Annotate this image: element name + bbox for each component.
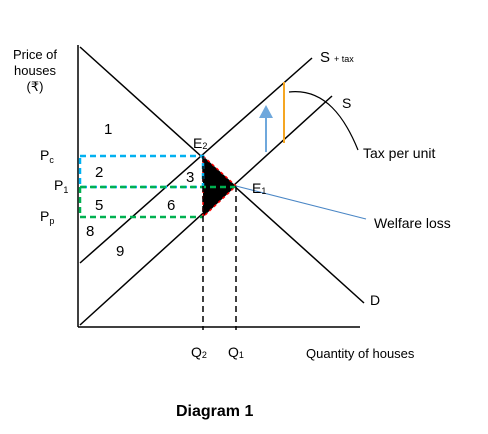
- x-axis-label: Quantity of houses: [306, 346, 415, 361]
- equilibrium-label-e2-main: E: [193, 135, 202, 151]
- price-label-p1-sub: 1: [63, 185, 68, 195]
- equilibrium-label-e2: E2: [193, 135, 207, 151]
- supply-plus-tax-label-suffix: + tax: [334, 54, 354, 64]
- y-axis-label-line-2: houses: [14, 63, 56, 78]
- region-9: 9: [116, 243, 124, 260]
- quantity-label-q1-sub: 1: [239, 350, 244, 360]
- tax-per-unit-pointer: [288, 91, 359, 151]
- price-label-pp-sub: p: [49, 216, 54, 226]
- y-axis-label-line-3: (₹): [27, 79, 44, 94]
- price-label-p1-main: P: [54, 177, 63, 193]
- equilibrium-label-e1-sub: 1: [261, 186, 266, 196]
- region-6: 6: [167, 197, 175, 214]
- tax-per-unit-label: Tax per unit: [363, 145, 435, 161]
- y-axis-label-line-1: Price of: [13, 47, 57, 62]
- equilibrium-label-e1: E1: [252, 180, 266, 196]
- region-8: 8: [86, 223, 94, 240]
- supply-label: S: [342, 95, 351, 111]
- quantity-label-q2: Q2: [191, 344, 207, 360]
- welfare-loss-pointer: [235, 185, 367, 220]
- quantity-label-q1: Q1: [228, 344, 244, 360]
- equilibrium-label-e1-main: E: [252, 180, 261, 196]
- price-label-pp: Pp: [40, 208, 54, 226]
- region-5: 5: [95, 197, 103, 214]
- price-label-pc-sub: c: [49, 155, 54, 165]
- supply-plus-tax-curve: [79, 57, 313, 264]
- welfare-loss-label: Welfare loss: [374, 215, 451, 231]
- quantity-label-q2-main: Q: [191, 344, 202, 360]
- diagram-caption: Diagram 1: [176, 403, 253, 420]
- tax-shift-arrowhead: [259, 105, 273, 118]
- price-label-pp-main: P: [40, 208, 49, 224]
- demand-label: D: [370, 292, 380, 308]
- price-label-p1: P1: [54, 177, 68, 195]
- supply-plus-tax-label-main: S: [320, 49, 330, 66]
- region-1: 1: [104, 121, 112, 138]
- price-label-pc-main: P: [40, 147, 49, 163]
- region-2: 2: [95, 164, 103, 181]
- price-label-pc: Pc: [40, 147, 54, 165]
- equilibrium-label-e2-sub: 2: [202, 141, 207, 151]
- quantity-label-q2-sub: 2: [202, 350, 207, 360]
- quantity-label-q1-main: Q: [228, 344, 239, 360]
- region-3: 3: [186, 169, 194, 186]
- supply-plus-tax-label: S + tax: [320, 49, 354, 66]
